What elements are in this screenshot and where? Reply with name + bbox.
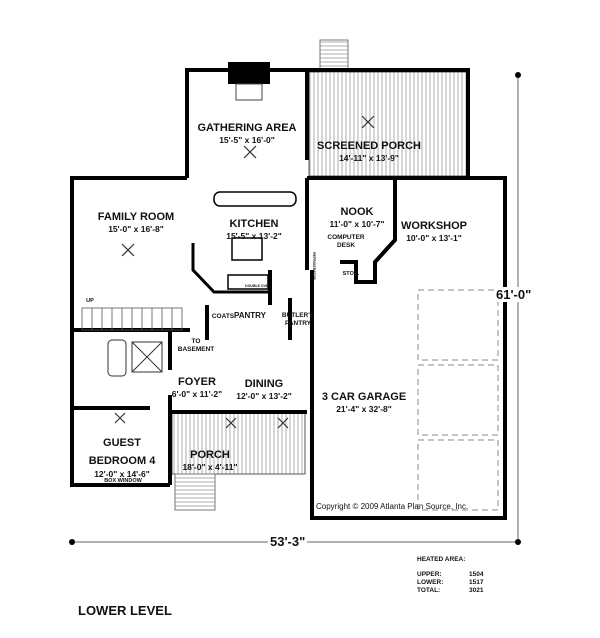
- kitchen-island-2: [231, 237, 263, 261]
- area-label: UPPER:: [417, 571, 442, 578]
- label-box-window: BOX WINDOW: [104, 478, 142, 484]
- screened-porch-steps: [319, 39, 349, 73]
- label-refrigerator: REFRIGERATOR: [311, 252, 316, 280]
- screened-porch-deck: [308, 71, 468, 177]
- label-stairs-up: UP: [86, 298, 94, 304]
- label-double-oven: DOUBLE OVEN: [245, 284, 271, 288]
- area-value: 1517: [469, 579, 484, 586]
- heated-area-table: HEATED AREA: UPPER: 1504 LOWER: 1517 TOTAL…: [417, 556, 483, 595]
- kitchen-island: [213, 191, 297, 207]
- area-value: 3021: [469, 587, 484, 594]
- front-porch-steps: [174, 473, 216, 511]
- fireplace: [228, 62, 270, 84]
- heated-area-title: HEATED AREA:: [417, 556, 466, 563]
- table-row: UPPER: 1504: [417, 571, 483, 579]
- table-row: TOTAL: 3021: [417, 587, 483, 595]
- area-label: TOTAL:: [417, 587, 441, 594]
- table-row: LOWER: 1517: [417, 579, 483, 587]
- dimension-depth: 61'-0": [494, 287, 534, 302]
- label-storage: STOR.: [342, 271, 360, 277]
- area-label: LOWER:: [417, 579, 444, 586]
- copyright-text: Copyright © 2009 Atlanta Plan Source, In…: [316, 502, 469, 511]
- dimension-width: 53'-3": [268, 534, 308, 549]
- area-value: 1504: [469, 571, 484, 578]
- label-coats: COATS: [211, 313, 235, 320]
- level-title: LOWER LEVEL: [78, 603, 172, 618]
- label-pantry: PANTRY: [234, 311, 266, 320]
